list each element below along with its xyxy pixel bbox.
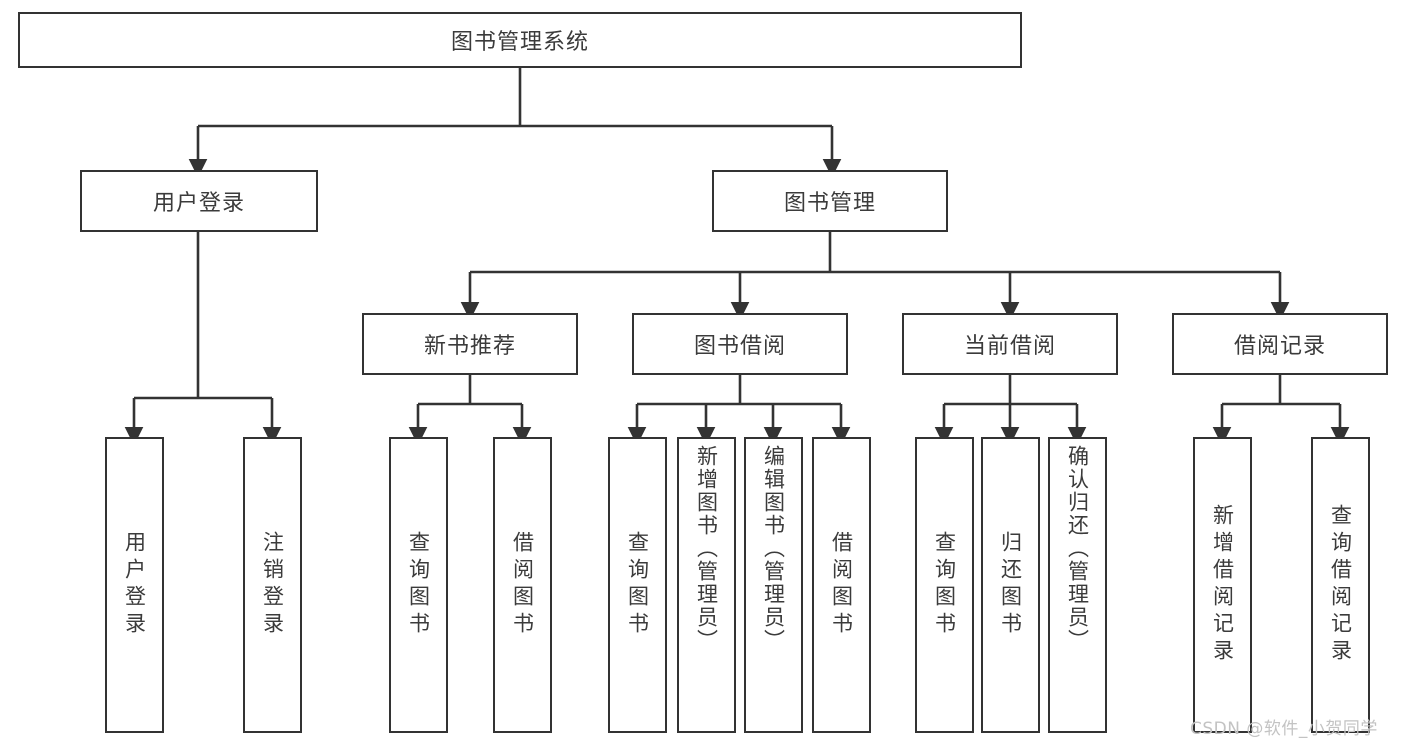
leaf-user-login[interactable]: 用户登录 xyxy=(105,437,164,733)
node-root-book-management-system[interactable]: 图书管理系统 xyxy=(18,12,1022,68)
leaf-logout-login[interactable]: 注销登录 xyxy=(243,437,302,733)
leaf-borrow-book-recommend[interactable]: 借阅图书 xyxy=(493,437,552,733)
node-label: 用户登录 xyxy=(122,531,147,639)
node-book-management[interactable]: 图书管理 xyxy=(712,170,948,232)
node-label: 借阅图书 xyxy=(510,531,535,639)
node-book-borrow[interactable]: 图书借阅 xyxy=(632,313,848,375)
leaf-borrow-book[interactable]: 借阅图书 xyxy=(812,437,871,733)
node-label: 查询图书 xyxy=(406,531,431,639)
leaf-confirm-return-admin[interactable]: 确认归还（管理员） xyxy=(1048,437,1107,733)
node-label: 查询借阅记录 xyxy=(1328,504,1353,666)
node-label: 确认归还（管理员） xyxy=(1065,445,1090,652)
node-current-borrow[interactable]: 当前借阅 xyxy=(902,313,1118,375)
leaf-query-book-recommend[interactable]: 查询图书 xyxy=(389,437,448,733)
node-label: 图书借阅 xyxy=(693,334,786,359)
leaf-add-book-admin[interactable]: 新增图书（管理员） xyxy=(677,437,736,733)
node-label: 借阅记录 xyxy=(1233,334,1326,359)
node-label: 注销登录 xyxy=(260,531,285,639)
leaf-query-book-borrow[interactable]: 查询图书 xyxy=(608,437,667,733)
node-label: 归还图书 xyxy=(998,531,1023,639)
leaf-query-borrow-record[interactable]: 查询借阅记录 xyxy=(1311,437,1370,733)
node-label: 图书管理 xyxy=(783,191,876,216)
leaf-edit-book-admin[interactable]: 编辑图书（管理员） xyxy=(744,437,803,733)
node-label: 当前借阅 xyxy=(963,334,1056,359)
node-new-book-recommend[interactable]: 新书推荐 xyxy=(362,313,578,375)
node-label: 借阅图书 xyxy=(829,531,854,639)
node-label: 查询图书 xyxy=(932,531,957,639)
node-user-login[interactable]: 用户登录 xyxy=(80,170,318,232)
node-borrow-record[interactable]: 借阅记录 xyxy=(1172,313,1388,375)
node-label: 用户登录 xyxy=(152,191,245,216)
leaf-return-book[interactable]: 归还图书 xyxy=(981,437,1040,733)
leaf-query-book-current[interactable]: 查询图书 xyxy=(915,437,974,733)
leaf-add-borrow-record[interactable]: 新增借阅记录 xyxy=(1193,437,1252,733)
node-label: 查询图书 xyxy=(625,531,650,639)
node-label: 新书推荐 xyxy=(423,334,516,359)
node-label: 图书管理系统 xyxy=(450,30,589,55)
csdn-watermark: CSDN @软件_小贺同学 xyxy=(1190,719,1378,739)
node-label: 新增借阅记录 xyxy=(1210,504,1235,666)
node-label: 编辑图书（管理员） xyxy=(761,445,786,652)
node-label: 新增图书（管理员） xyxy=(694,445,719,652)
